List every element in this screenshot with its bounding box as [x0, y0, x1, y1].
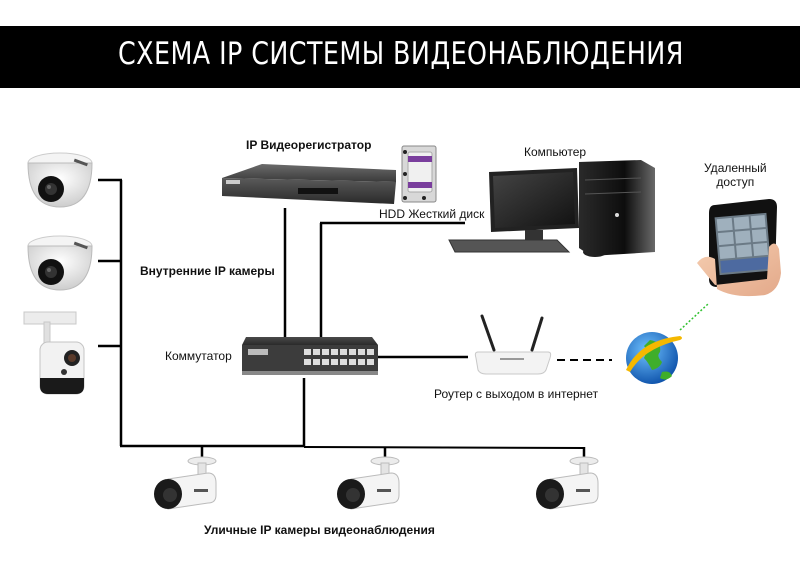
computer-label: Компьютер	[524, 145, 587, 159]
router-label: Роутер с выходом в интернет	[434, 387, 599, 401]
nvr-recorder-icon	[222, 164, 396, 204]
bullet-camera-icon	[154, 456, 217, 510]
indoor-cameras-label: Внутренние IP камеры	[140, 264, 275, 278]
title-banner: СХЕМА IP СИСТЕМЫ ВИДЕОНАБЛЮДЕНИЯ	[0, 26, 800, 88]
network-switch-icon	[242, 337, 378, 375]
desktop-computer-icon	[448, 160, 655, 257]
hard-disk-icon	[401, 145, 437, 203]
switch-label: Коммутатор	[165, 349, 232, 363]
internet-globe-icon	[626, 332, 682, 384]
dome-camera-icon	[27, 235, 93, 291]
wire-bottom-bus-right	[303, 446, 585, 449]
bullet-camera-icon	[337, 456, 400, 510]
smartphone-icon	[697, 199, 781, 297]
outdoor-cameras-label: Уличные IP камеры видеонаблюдения	[204, 523, 435, 537]
remote-access-label-line1: Удаленный	[704, 161, 767, 175]
nvr-label: IP Видеорегистратор	[246, 138, 372, 152]
remote-access-label-line2: доступ	[716, 175, 755, 189]
hdd-label: HDD Жесткий диск	[379, 207, 485, 221]
cube-camera-icon	[23, 311, 85, 395]
wifi-router-icon	[474, 314, 552, 375]
dome-camera-icon	[27, 152, 93, 208]
bullet-camera-icon	[536, 456, 599, 510]
remote-access-label: Удаленный доступ	[704, 161, 767, 189]
diagram-title: СХЕМА IP СИСТЕМЫ ВИДЕОНАБЛЮДЕНИЯ	[118, 36, 684, 72]
